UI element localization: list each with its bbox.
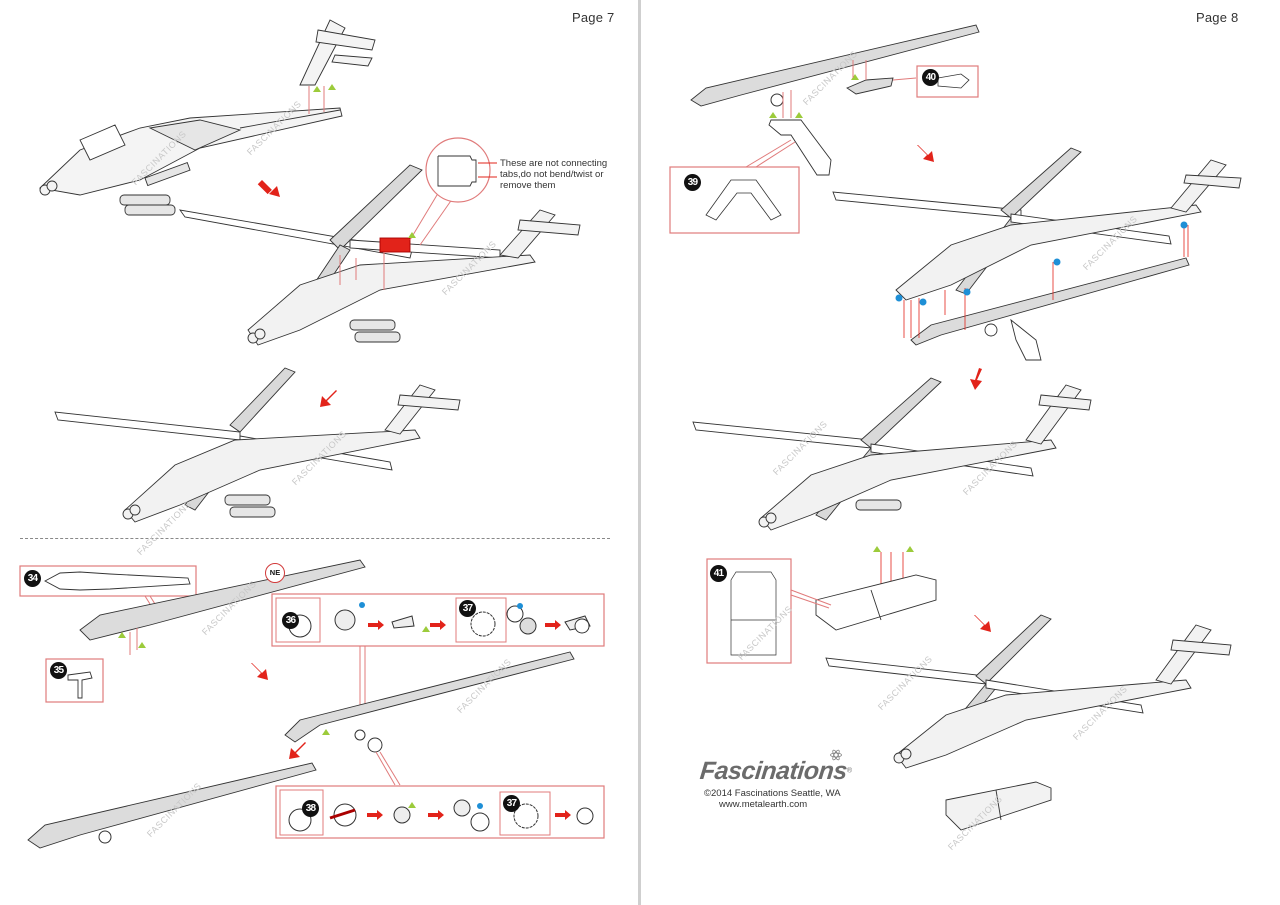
tail-fin-part (299, 19, 376, 86)
step-badge-36: 36 (282, 612, 299, 629)
alignment-lines (903, 225, 1189, 338)
step-arrow-icon (970, 368, 982, 390)
page-8-illustrations (669, 24, 1242, 831)
step-badge-39: 39 (684, 174, 701, 191)
page-number: Page 7 (572, 10, 615, 25)
step-arrow-icon (289, 742, 306, 759)
step-badge-35: 35 (50, 662, 67, 679)
tab-detail-icon (437, 155, 477, 187)
sensor-part (846, 77, 894, 95)
page-gutter (638, 0, 641, 905)
step-arrow-icon (974, 615, 991, 632)
attach-point-dots (895, 221, 1188, 306)
display-stand-part (815, 574, 937, 631)
step-badge-40: 40 (922, 69, 939, 86)
page-7-lower-illustrations (19, 559, 605, 849)
tab-marker-icon (313, 86, 321, 92)
page-7: Page 7 (19, 10, 615, 849)
page-8: Page 8 (641, 0, 1280, 905)
tab-marker-icon (328, 84, 336, 90)
part-34-outline (44, 571, 191, 591)
tail-boom-wheel-part (284, 651, 575, 743)
step-arrow-icon (251, 663, 268, 680)
page-number: Page 8 (1196, 10, 1239, 25)
tab-marker-icon (408, 232, 416, 238)
page-7-illustrations (39, 19, 581, 523)
helicopter-gear-attach-step (832, 147, 1242, 361)
helicopter-final-assembled (825, 614, 1232, 831)
tail-boom-gear-part (690, 24, 980, 107)
website-link[interactable]: www.metalearth.com (719, 799, 808, 810)
step-arrow-icon (917, 145, 934, 162)
step-arrow-icon (257, 180, 280, 197)
step-arrow-icon (320, 390, 337, 407)
helicopter-rotor-step-b (178, 164, 581, 346)
step-badge-37-repeat: 37 (503, 795, 520, 812)
brand-logo: Fascinations (698, 757, 849, 785)
tail-boom-complete (27, 762, 317, 849)
atom-logo-icon (830, 749, 842, 761)
step-badge-37: 37 (459, 600, 476, 617)
brand-block: Fascinations® ©2014 Fascinations Seattle… (698, 749, 880, 810)
tail-boom-part (79, 559, 366, 641)
ne-marker-badge: NE (265, 563, 285, 583)
helicopter-fuselage-step-a (39, 107, 343, 216)
section-divider (20, 538, 610, 539)
alignment-lines (339, 189, 456, 290)
helicopter-assembled-step-c (54, 367, 461, 523)
registered-mark: ® (846, 767, 852, 775)
alignment-lines (308, 86, 325, 114)
part-39-box (669, 166, 800, 234)
step-badge-38: 38 (302, 800, 319, 817)
landing-gear-part (768, 119, 832, 176)
copyright-text: ©2014 Fascinations Seattle, WA (704, 788, 841, 799)
part-36-37-box (271, 593, 605, 647)
step-badge-34: 34 (24, 570, 41, 587)
step-badge-41: 41 (710, 565, 727, 582)
helicopter-base-insert-step (692, 377, 1092, 531)
callout-note: These are not connecting tabs,do not ben… (500, 158, 608, 191)
callout-pointer-lines (478, 162, 497, 178)
